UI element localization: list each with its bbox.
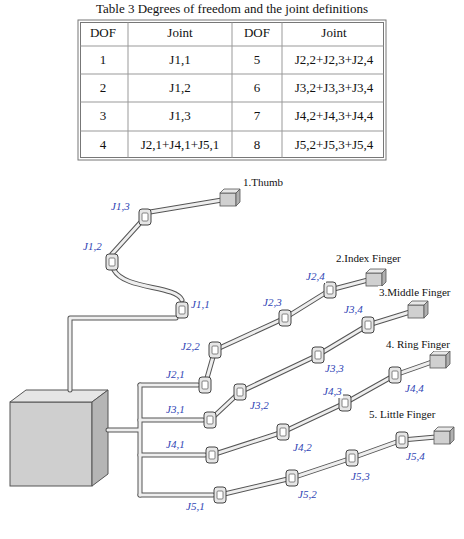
fingertips	[220, 189, 454, 444]
finger-rods	[70, 200, 436, 495]
table-cell: 5	[254, 53, 261, 68]
table-cell: 8	[254, 138, 261, 153]
joint-label: J5,4	[405, 450, 426, 463]
table-cell: 1	[100, 53, 107, 68]
table-cell: 6	[254, 81, 261, 96]
table-header: DOF	[90, 26, 116, 41]
joint-symbols	[106, 209, 408, 503]
joint-label: J2,3	[262, 296, 283, 309]
joint-label: J3,2	[249, 399, 270, 412]
table-cell: J4,2+J4,3+J4,4	[295, 109, 374, 124]
base-block	[10, 390, 108, 486]
joint-label: J5,1	[185, 500, 206, 513]
finger-label: 2.Index Finger	[335, 252, 402, 265]
joint-label: J2,4	[305, 270, 326, 283]
joint-label: J2,2	[180, 340, 201, 353]
joint-label: J5,2	[297, 488, 318, 501]
joint-label: J3,3	[324, 362, 345, 375]
joint-label: J4,3	[322, 385, 343, 398]
table-caption: Table 3 Degrees of freedom and the joint…	[96, 2, 368, 17]
joint-label: J1,2	[82, 240, 103, 253]
table-cell: J1,1	[169, 53, 190, 68]
finger-label: 3.Middle Finger	[378, 286, 452, 299]
table-cell: J2,2+J2,3+J2,4	[295, 53, 374, 68]
table-cell: J5,2+J5,3+J5,4	[295, 138, 374, 153]
joint-label: J5,3	[350, 470, 371, 483]
table-cell: 3	[100, 109, 107, 124]
table-cell: J1,2	[169, 81, 190, 96]
joint-label: J2,1	[165, 368, 186, 381]
table-grid	[78, 20, 386, 160]
joint-label: J4,4	[404, 382, 425, 395]
table-cell: J1,3	[169, 109, 190, 124]
finger-label: 5. Little Finger	[368, 408, 436, 421]
table-header: Joint	[167, 26, 192, 41]
finger-label: 1.Thumb	[242, 176, 284, 189]
joint-label: J4,2	[292, 441, 313, 454]
table-header: Joint	[321, 26, 346, 41]
table-cell: J3,2+J3,3+J3,4	[295, 81, 374, 96]
table-cell: 2	[100, 81, 107, 96]
table-cell: J2,1+J4,1+J5,1	[141, 138, 220, 153]
finger-label: 4. Ring Finger	[385, 338, 451, 351]
table-header: DOF	[244, 26, 270, 41]
joint-label: J3,1	[165, 403, 186, 416]
table-cell: 4	[100, 138, 107, 153]
joint-label: J3,4	[343, 303, 364, 316]
joint-label: J1,3	[110, 200, 131, 213]
joint-label: J4,1	[165, 438, 186, 451]
joint-label: J1,1	[190, 298, 211, 311]
table-cell: 7	[254, 109, 261, 124]
